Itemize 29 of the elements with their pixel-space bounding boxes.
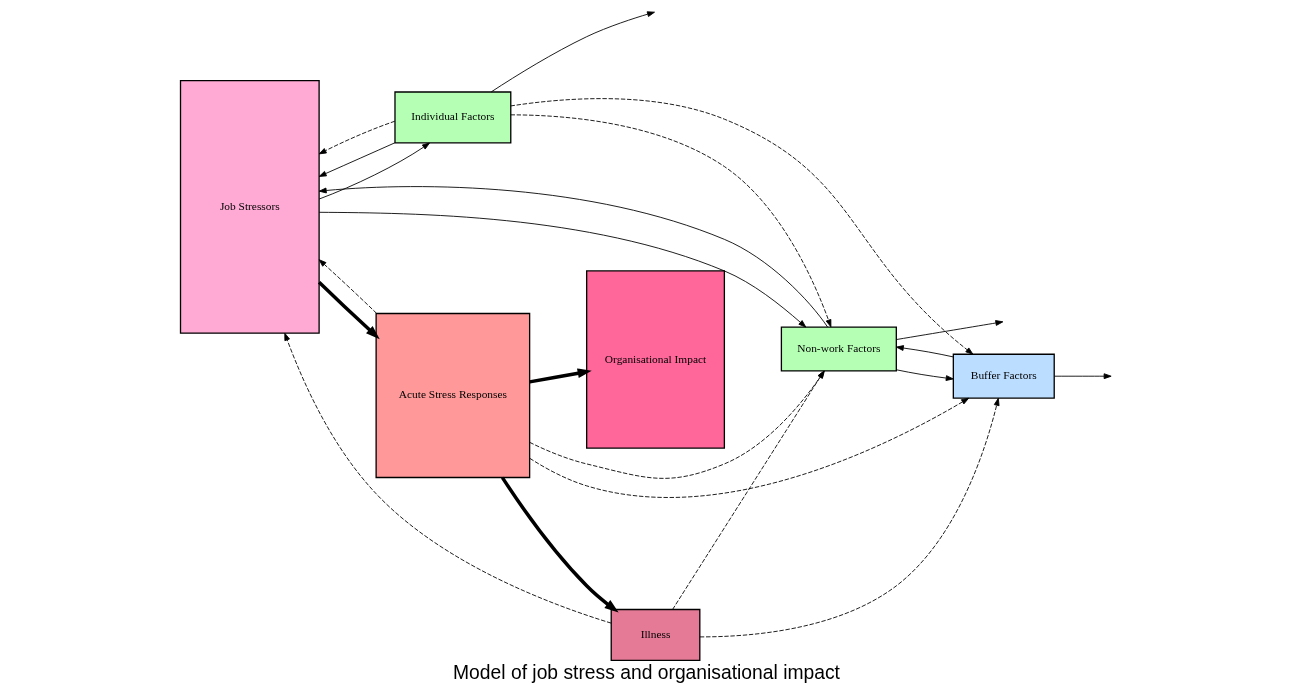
arrow (318, 142, 430, 200)
arrow (895, 320, 1004, 340)
arrow (895, 345, 954, 358)
node-box: Individual Factors (394, 91, 512, 144)
arrow (317, 281, 380, 340)
arrow (318, 120, 396, 155)
arrow (529, 368, 592, 384)
caption: Model of job stress and organisational impact (453, 662, 840, 684)
node-box: Acute Stress Responses (375, 312, 531, 479)
node-box: Buffer Factors (952, 353, 1055, 399)
node-box: Non-work Factors (780, 326, 897, 372)
arrow (510, 98, 974, 355)
arrow (318, 186, 829, 328)
arrow (895, 369, 954, 381)
arrow (318, 259, 377, 314)
arrow (529, 370, 825, 479)
arrow (672, 370, 825, 610)
node-box: Organisational Impact (586, 270, 726, 449)
arrow (284, 332, 612, 624)
arrow (529, 397, 970, 498)
arrow (318, 142, 396, 177)
arrow (510, 114, 832, 328)
arrow (318, 211, 807, 328)
node-box: Illness (610, 608, 701, 662)
arrow (1054, 373, 1112, 380)
node-box: Job Stressors (179, 79, 320, 334)
arrow (500, 476, 619, 613)
arrow (490, 11, 655, 93)
arrow (699, 397, 1000, 638)
